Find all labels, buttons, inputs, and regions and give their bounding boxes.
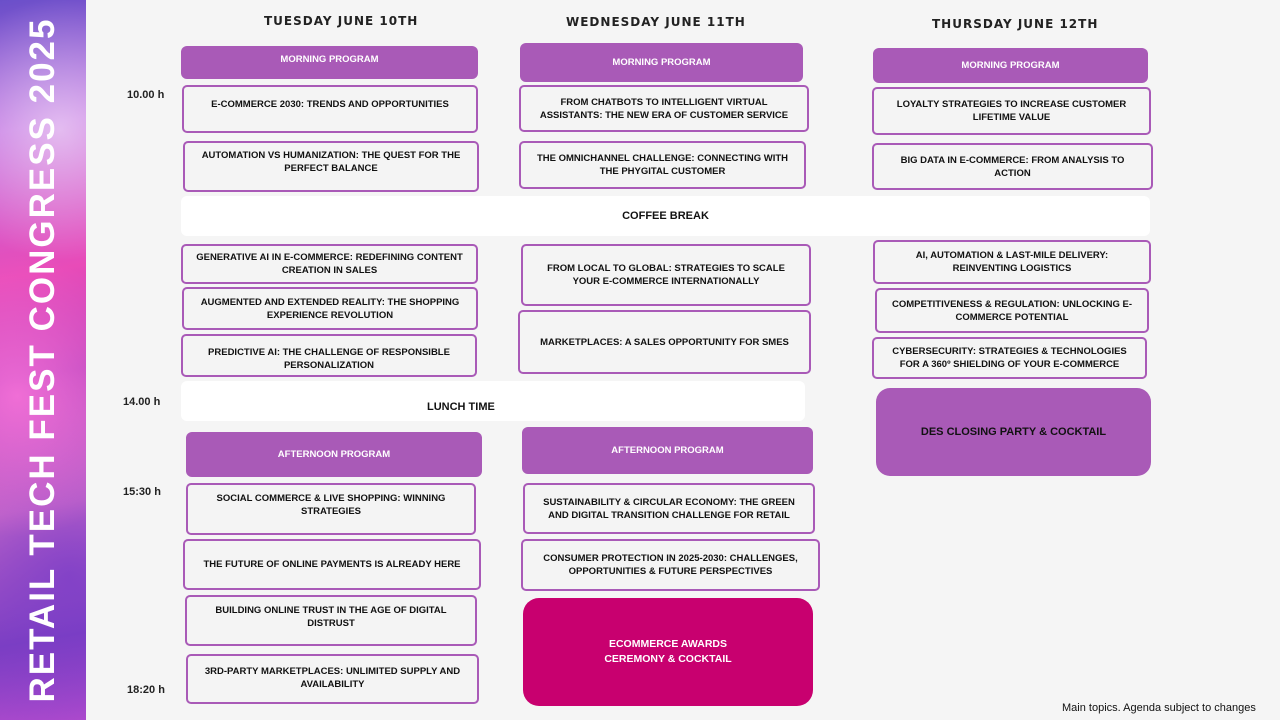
day-header-wednesday: WEDNESDAY JUNE 11TH — [566, 15, 746, 29]
session-tue-augmented-reality[interactable]: AUGMENTED AND EXTENDED REALITY: THE SHOP… — [182, 287, 478, 330]
closing-party-cocktail[interactable]: DES CLOSING PARTY & COCKTAIL — [876, 388, 1151, 476]
time-label-1820: 18:20 h — [127, 684, 165, 696]
session-tue-marketplaces[interactable]: 3RD-PARTY MARKETPLACES: UNLIMITED SUPPLY… — [186, 654, 479, 704]
session-tue-generative-ai[interactable]: GENERATIVE AI IN E-COMMERCE: REDEFINING … — [181, 244, 478, 284]
ecommerce-awards-ceremony[interactable]: ECOMMERCE AWARDS CEREMONY & COCKTAIL — [523, 598, 813, 706]
tuesday-afternoon-header: AFTERNOON PROGRAM — [186, 432, 482, 477]
session-thu-last-mile[interactable]: AI, AUTOMATION & LAST-MILE DELIVERY: REI… — [873, 240, 1151, 284]
tuesday-morning-header: MORNING PROGRAM — [181, 46, 478, 79]
session-tue-online-trust[interactable]: BUILDING ONLINE TRUST IN THE AGE OF DIGI… — [185, 595, 477, 646]
time-label-1400: 14.00 h — [123, 396, 161, 408]
session-wed-local-to-global[interactable]: FROM LOCAL TO GLOBAL: STRATEGIES TO SCAL… — [521, 244, 811, 306]
day-header-thursday: THURSDAY JUNE 12TH — [932, 17, 1099, 31]
session-wed-chatbots[interactable]: FROM CHATBOTS TO INTELLIGENT VIRTUAL ASS… — [519, 85, 809, 132]
session-wed-consumer-protection[interactable]: CONSUMER PROTECTION IN 2025-2030: CHALLE… — [521, 539, 820, 591]
session-thu-loyalty[interactable]: LOYALTY STRATEGIES TO INCREASE CUSTOMER … — [872, 87, 1151, 135]
coffee-break-bar: COFFEE BREAK — [181, 196, 1150, 236]
session-wed-sustainability[interactable]: SUSTAINABILITY & CIRCULAR ECONOMY: THE G… — [523, 483, 815, 534]
session-wed-omnichannel[interactable]: THE OMNICHANNEL CHALLENGE: CONNECTING WI… — [519, 141, 806, 189]
session-tue-predictive-ai[interactable]: PREDICTIVE AI: THE CHALLENGE OF RESPONSI… — [181, 334, 477, 377]
session-thu-competitiveness[interactable]: COMPETITIVENESS & REGULATION: UNLOCKING … — [875, 288, 1149, 333]
session-tue-automation-humanization[interactable]: AUTOMATION VS HUMANIZATION: THE QUEST FO… — [183, 141, 479, 192]
lunch-time-bar: LUNCH TIME — [181, 381, 805, 421]
session-thu-big-data[interactable]: BIG DATA IN E-COMMERCE: FROM ANALYSIS TO… — [872, 143, 1153, 190]
day-header-tuesday: TUESDAY JUNE 10TH — [264, 14, 419, 28]
session-thu-cybersecurity[interactable]: CYBERSECURITY: STRATEGIES & TECHNOLOGIES… — [872, 337, 1147, 379]
session-tue-ecommerce-2030[interactable]: E-COMMERCE 2030: TRENDS AND OPPORTUNITIE… — [182, 85, 478, 133]
session-tue-online-payments[interactable]: THE FUTURE OF ONLINE PAYMENTS IS ALREADY… — [183, 539, 481, 590]
session-tue-social-commerce[interactable]: SOCIAL COMMERCE & LIVE SHOPPING: WINNING… — [186, 483, 476, 535]
side-banner: RETAIL TECH FEST CONGRESS 2025 — [0, 0, 86, 720]
agenda-footnote: Main topics. Agenda subject to changes — [1062, 702, 1256, 714]
time-label-1530: 15:30 h — [123, 486, 161, 498]
event-title: RETAIL TECH FEST CONGRESS 2025 — [23, 17, 62, 703]
thursday-morning-header: MORNING PROGRAM — [873, 48, 1148, 83]
wednesday-afternoon-header: AFTERNOON PROGRAM — [522, 427, 813, 474]
session-wed-marketplaces-smes[interactable]: MARKETPLACES: A SALES OPPORTUNITY FOR SM… — [518, 310, 811, 374]
time-label-1000: 10.00 h — [127, 89, 165, 101]
wednesday-morning-header: MORNING PROGRAM — [520, 43, 803, 82]
